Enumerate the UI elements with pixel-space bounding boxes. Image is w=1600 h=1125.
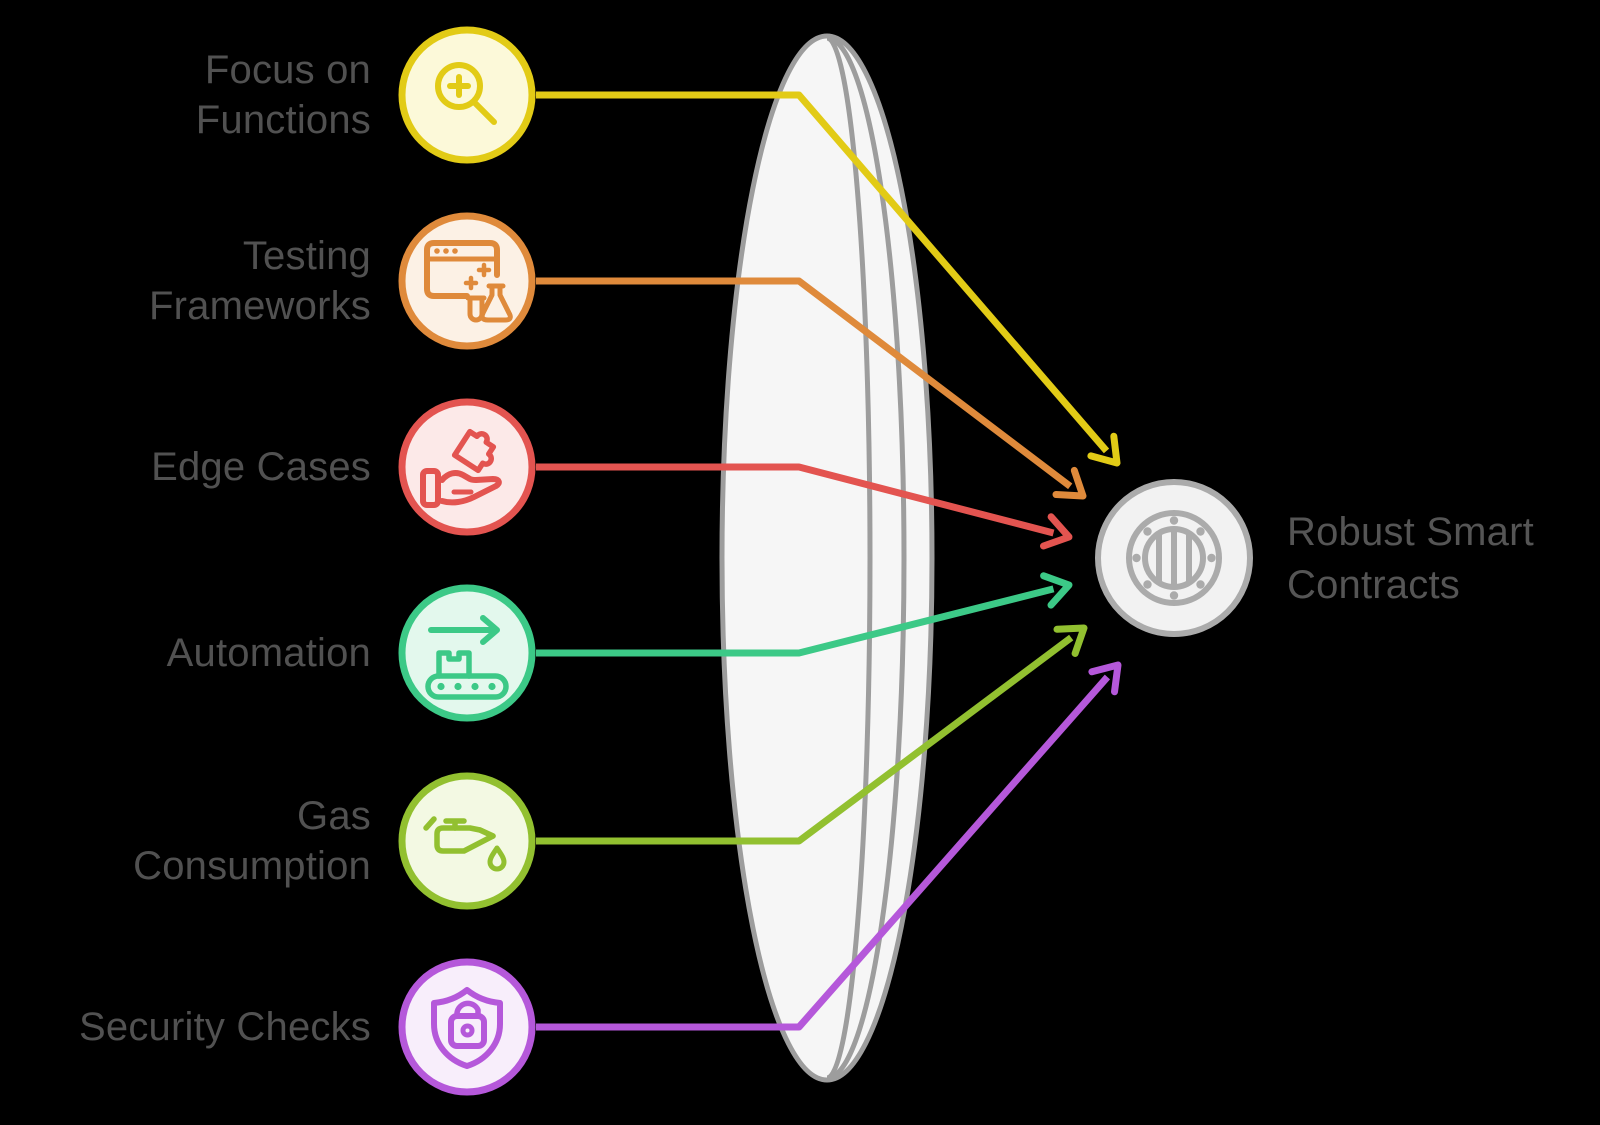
item-label: Automation	[166, 631, 371, 675]
lens-inner-edge-1	[826, 35, 873, 1081]
arrowhead	[1053, 624, 1088, 657]
title-line-2: Contracts	[1287, 563, 1460, 607]
lens-shape	[719, 33, 935, 1083]
page-title: Robust Smart Contracts	[1287, 506, 1587, 612]
conveyor-belt-arrow-icon	[398, 584, 536, 722]
connector-automation	[536, 572, 1073, 657]
item-label: Security Checks	[79, 1005, 371, 1049]
connector-security-checks	[536, 661, 1122, 1031]
item-label: Testing Frameworks	[148, 234, 371, 328]
item-label: Edge Cases	[151, 445, 371, 489]
arrowhead	[1052, 466, 1087, 500]
connector-edge-cases	[536, 463, 1073, 550]
arrowhead	[1040, 513, 1073, 550]
oil-can-icon	[398, 772, 536, 910]
item-label: Focus on Functions	[195, 48, 371, 142]
connector-testing-frameworks	[536, 277, 1087, 500]
connector-focus-on-functions	[536, 91, 1121, 467]
browser-test-flask-icon	[398, 212, 536, 350]
lens-inner-edge-2	[826, 35, 907, 1081]
item-label: Gas Consumption	[133, 794, 371, 888]
arrowhead	[1088, 661, 1122, 696]
porthole-bolts	[1132, 516, 1216, 600]
hand-puzzle-icon	[398, 398, 536, 536]
shield-lock-icon	[398, 958, 536, 1096]
arrowhead	[1040, 572, 1073, 609]
connector-gas-consumption	[536, 624, 1088, 845]
porthole-icon	[1095, 479, 1253, 637]
arrowhead	[1087, 432, 1121, 467]
title-line-1: Robust Smart	[1287, 510, 1534, 554]
magnifier-plus-icon	[398, 26, 536, 164]
